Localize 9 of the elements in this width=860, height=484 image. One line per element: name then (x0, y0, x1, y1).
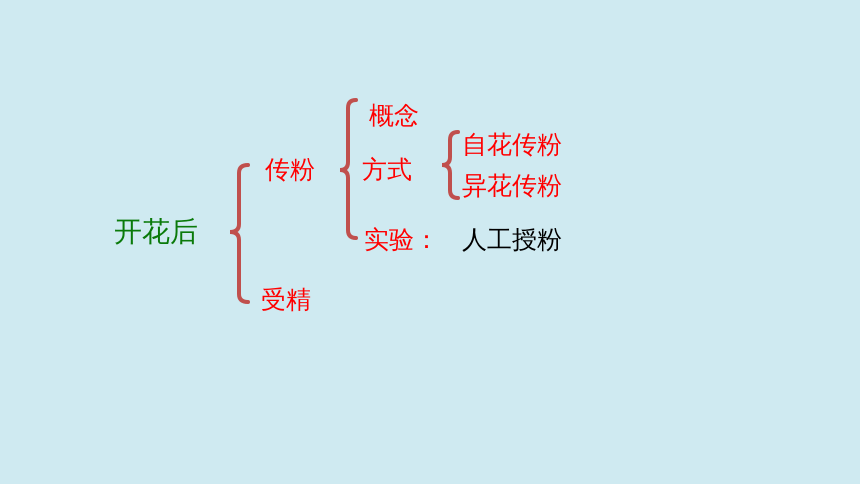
term-label: 概念 (369, 101, 419, 131)
term-label: 异花传粉 (462, 171, 562, 201)
term-label: 方式 (362, 155, 412, 185)
term-label: 实验： (364, 225, 439, 255)
term-label: 受精 (261, 285, 311, 315)
term-label: 传粉 (265, 155, 315, 185)
term-label: 人工授粉 (462, 225, 562, 255)
term-label: 开花后 (114, 217, 198, 247)
term-label: 自花传粉 (462, 130, 562, 160)
